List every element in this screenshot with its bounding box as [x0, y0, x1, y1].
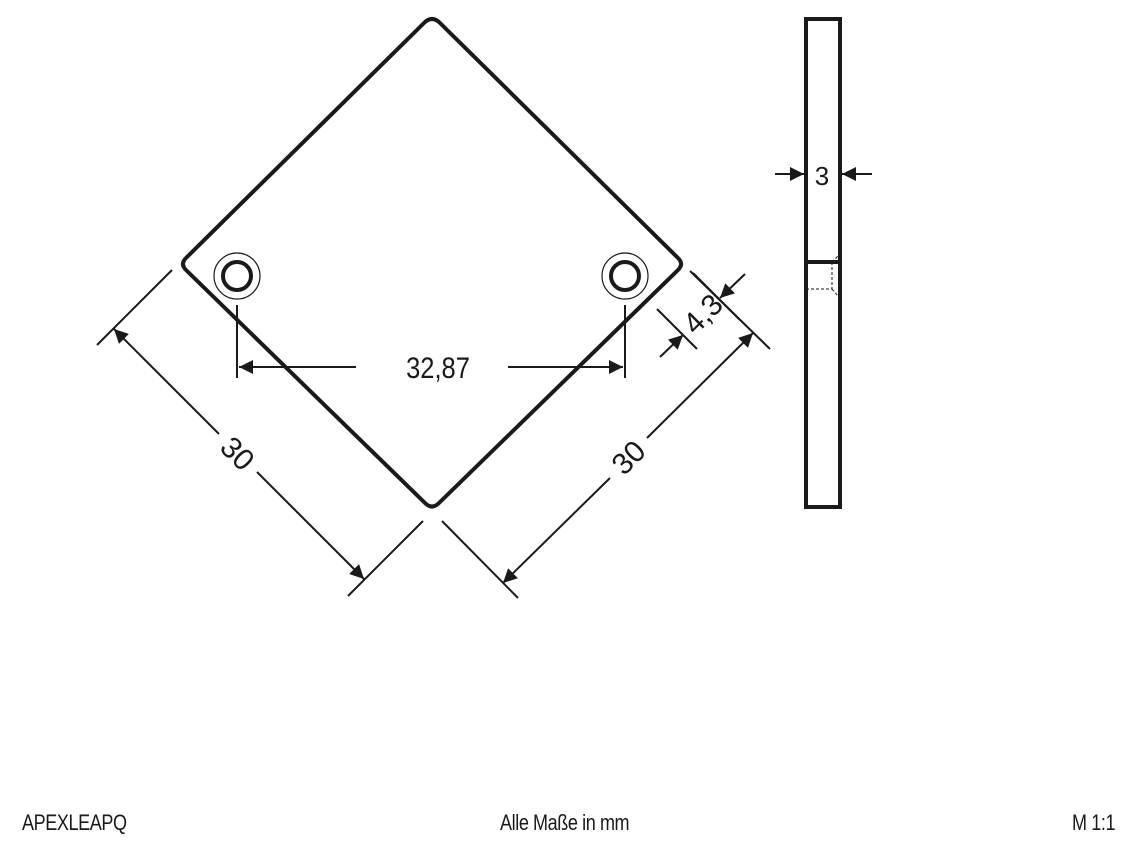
dimension-thickness: 3 — [775, 161, 872, 191]
scale-label: M 1:1 — [1072, 810, 1116, 835]
edge-length-left-label: 30 — [213, 431, 260, 478]
edge-length-right-label: 30 — [606, 435, 653, 482]
part-code: APEXLEAPQ — [22, 810, 127, 835]
units-note: Alle Maße in mm — [500, 810, 630, 835]
left-hole — [213, 252, 261, 300]
countersink-hidden-lines — [808, 255, 839, 297]
plate-outline — [181, 17, 683, 509]
dimension-edge-left: 30 — [96, 269, 424, 597]
side-view: 3 — [775, 17, 872, 509]
dimension-hole-offset: 4,3 — [656, 272, 746, 358]
thickness-label: 3 — [815, 161, 829, 191]
front-view: 32,87 30 30 4,3 — [96, 17, 771, 599]
hole-spacing-label: 32,87 — [406, 351, 470, 384]
right-hole — [601, 252, 649, 300]
dimension-hole-spacing: 32,87 — [236, 305, 626, 384]
